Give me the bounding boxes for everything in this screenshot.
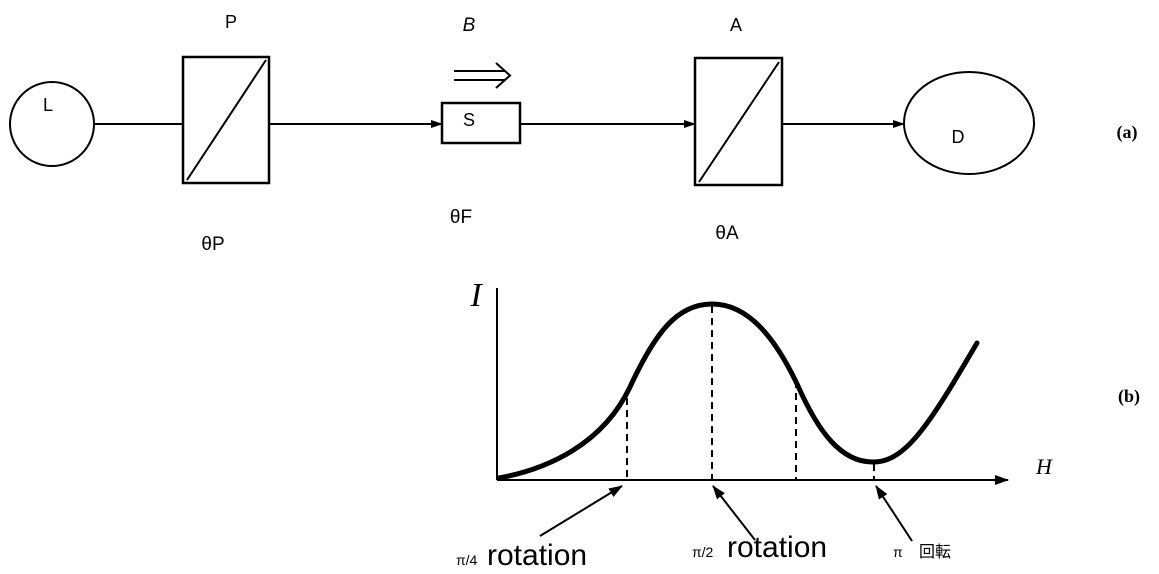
pi-half-symbol: π/2 bbox=[692, 544, 714, 560]
field-double-arrow-head bbox=[495, 62, 512, 89]
analyzer-angle-label: θA bbox=[715, 223, 739, 244]
pi-quarter-text: rotation bbox=[487, 539, 587, 572]
field-label: B bbox=[463, 15, 476, 36]
panel-b-tag: (b) bbox=[1118, 386, 1140, 407]
pi-quarter-annotation: π/4 rotation bbox=[456, 539, 587, 572]
pi-pointer-arrow bbox=[875, 485, 913, 542]
panel-a: L P θP B S θF A θA bbox=[9, 12, 1138, 255]
polarizer-angle-label: θP bbox=[201, 234, 224, 255]
detector-ellipse bbox=[903, 71, 1035, 175]
sample-label: S bbox=[463, 110, 475, 130]
light-source-label: L bbox=[43, 95, 53, 115]
x-axis-label: H bbox=[1035, 454, 1053, 479]
pi-half-annotation: π/2 rotation bbox=[692, 531, 827, 564]
light-source: L bbox=[9, 81, 95, 167]
polarizer: P θP bbox=[181, 12, 271, 255]
panel-a-tag: (a) bbox=[1117, 122, 1138, 143]
detector-label: D bbox=[952, 127, 965, 147]
analyzer-axis bbox=[698, 61, 780, 183]
analyzer: A θA bbox=[693, 15, 784, 244]
pi-quarter-symbol: π/4 bbox=[456, 552, 478, 568]
pi-half-text: rotation bbox=[727, 531, 827, 564]
pi-text: 回転 bbox=[919, 543, 951, 561]
y-axis-label: I bbox=[469, 277, 483, 314]
analyzer-label: A bbox=[730, 15, 742, 35]
field-double-arrow-shaft bbox=[454, 70, 505, 81]
polarizer-axis bbox=[186, 59, 267, 181]
faraday-angle-label: θF bbox=[450, 207, 472, 228]
pi-quarter-pointer-arrow bbox=[539, 485, 623, 537]
polarizer-label: P bbox=[225, 12, 237, 32]
intensity-curve bbox=[496, 301, 980, 481]
sample-box bbox=[440, 101, 522, 145]
pi-symbol: π bbox=[893, 544, 903, 560]
panel-b: I H π/4 rotation π/2 rotation π 回転 (b) bbox=[456, 277, 1140, 572]
magnetic-field: B bbox=[454, 15, 512, 89]
pi-annotation: π 回転 bbox=[893, 543, 951, 561]
pi-half-pointer-arrow bbox=[712, 485, 756, 541]
sample: S θF bbox=[440, 101, 522, 228]
detector: D bbox=[903, 71, 1035, 175]
